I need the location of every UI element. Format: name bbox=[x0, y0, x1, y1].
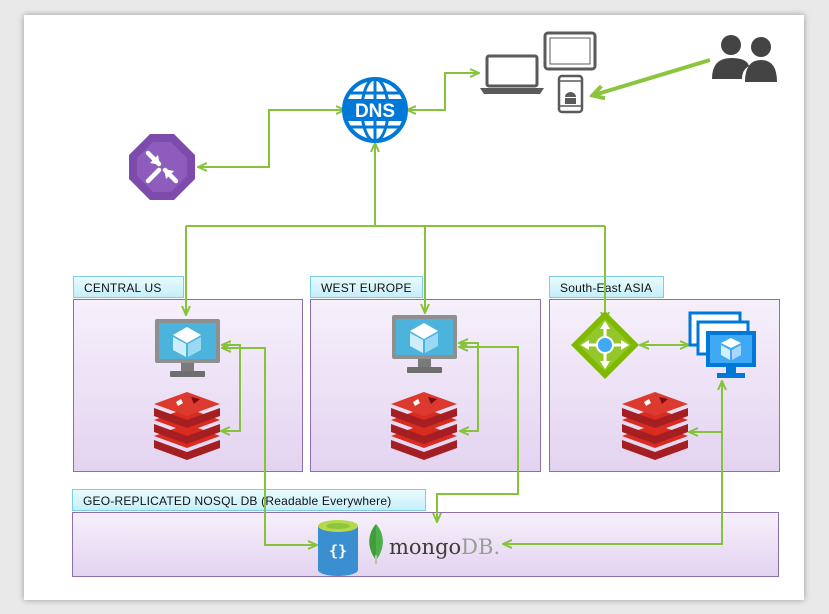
dns-icon: DNS bbox=[342, 77, 408, 143]
mongodb-wordmark: mongoDB. bbox=[389, 535, 500, 559]
connector-west-vm-redis bbox=[460, 343, 479, 431]
connector-west-vm-mongo bbox=[437, 347, 519, 521]
cosmosdb-icon: {} bbox=[318, 520, 358, 576]
android-phone-icon bbox=[557, 74, 584, 114]
tab-west-europe: WEST EUROPE bbox=[310, 276, 423, 298]
load-balancer-icon bbox=[571, 311, 639, 379]
redis-icon-west bbox=[391, 392, 457, 460]
tab-southeast-asia: South-East ASIA bbox=[549, 276, 664, 298]
connector-dns-traffic-manager bbox=[199, 110, 344, 167]
laptop-icon bbox=[480, 54, 544, 94]
redis-icon-central bbox=[154, 392, 220, 460]
tab-central-us: CENTRAL US bbox=[73, 276, 184, 298]
mongodb-wordmark-suffix: DB. bbox=[461, 535, 501, 559]
connector-asia-redis-vmss bbox=[690, 382, 722, 432]
vm-scale-set-icon bbox=[688, 311, 756, 378]
users-icon bbox=[712, 35, 777, 82]
connector-central-vm-mongo bbox=[223, 348, 316, 545]
connectors bbox=[186, 73, 722, 545]
users-arrow bbox=[594, 58, 711, 95]
dns-label: DNS bbox=[355, 101, 395, 122]
traffic-manager-icon bbox=[129, 134, 195, 200]
connector-central-vm-redis bbox=[222, 345, 241, 431]
mongodb-leaf-icon bbox=[369, 524, 383, 564]
svg-text:{}: {} bbox=[329, 542, 347, 560]
vm-icon-central bbox=[155, 319, 220, 377]
connector-dns-devices bbox=[408, 73, 478, 110]
vm-icon-west bbox=[392, 315, 457, 373]
tablet-icon bbox=[543, 31, 597, 71]
redis-icon-asia bbox=[622, 392, 688, 460]
connector-asia-vmss-mongo bbox=[504, 432, 723, 544]
mongodb-wordmark-main: mongo bbox=[389, 535, 462, 559]
